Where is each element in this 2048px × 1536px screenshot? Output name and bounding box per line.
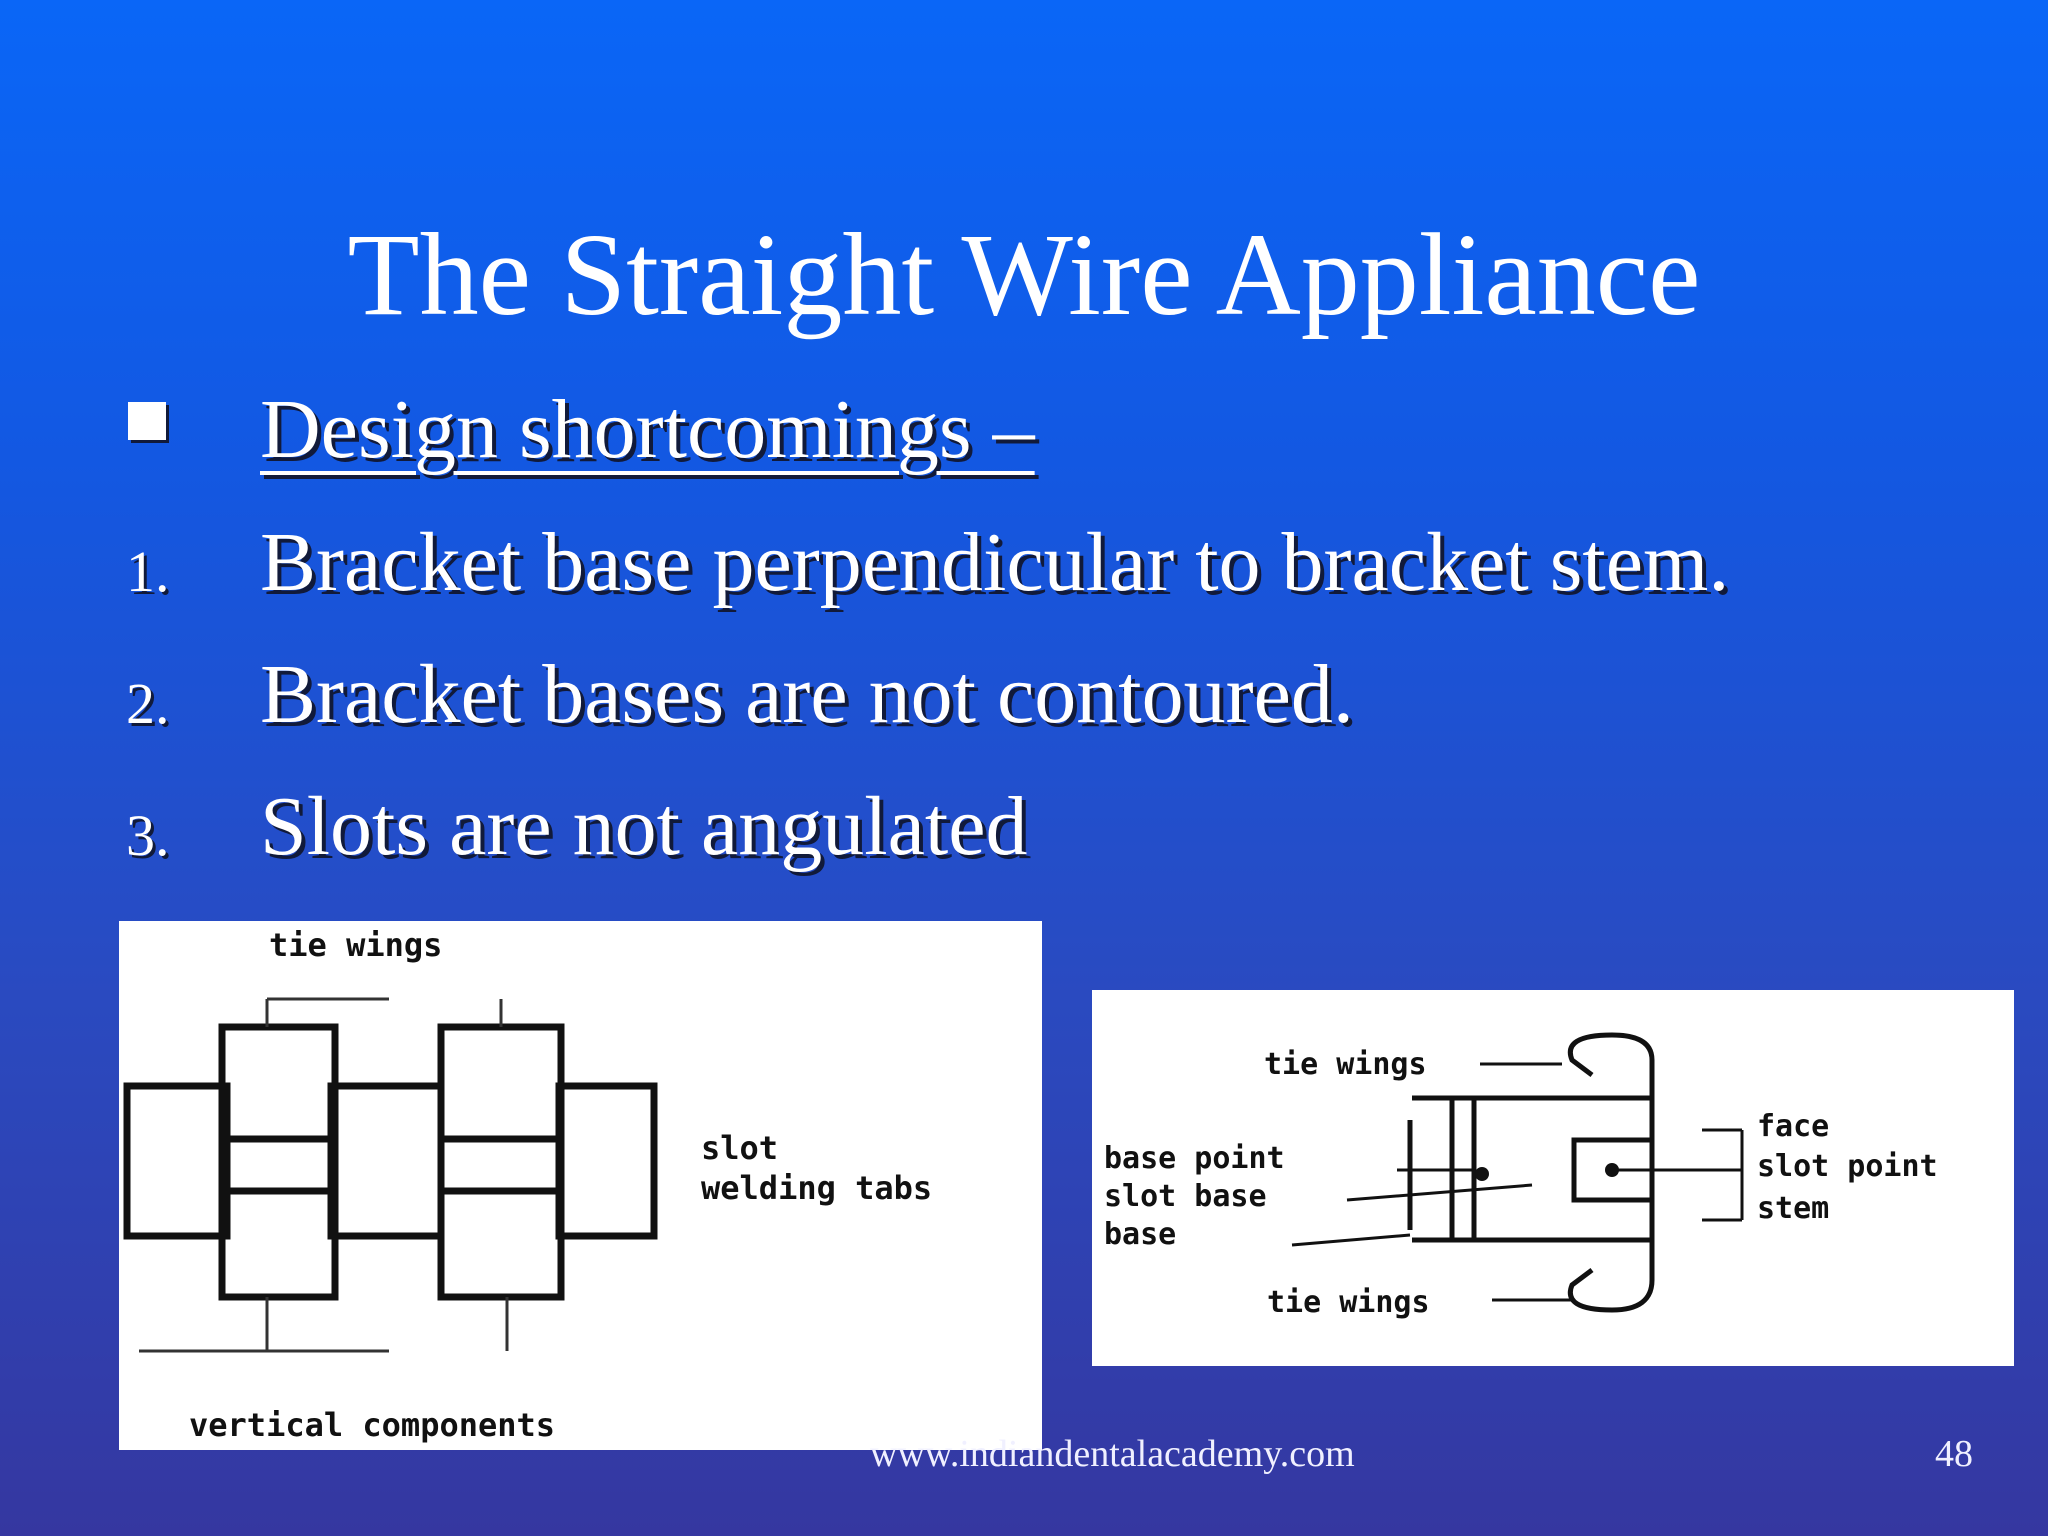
tie-wings-top-label: tie wings — [1264, 1047, 1427, 1082]
tie-wings-bottom-label: tie wings — [1267, 1285, 1430, 1320]
base-label: base — [1104, 1217, 1176, 1252]
page-number: 48 — [1935, 1433, 1973, 1475]
slide-title-text: The Straight Wire Appliance — [347, 209, 1701, 340]
list-item: Bracket bases are not contoured. — [260, 648, 1354, 741]
bracket-front-view-diagram: tie wings slot welding tabs vertical com… — [119, 921, 1042, 1450]
list-item: Slots are not angulated — [260, 780, 1028, 873]
section-heading: Design shortcomings – — [260, 383, 1035, 476]
slide-title: The Straight Wire Appliance — [0, 205, 2048, 345]
bracket-side-view-diagram: tie wings base point slot base base tie … — [1092, 990, 2014, 1366]
footer-url: www.indiandentalacademy.com — [870, 1433, 1355, 1475]
vertical-components-label: vertical components — [189, 1406, 555, 1444]
slot-label: slot — [701, 1129, 778, 1167]
list-item: Bracket base perpendicular to bracket st… — [260, 516, 1730, 609]
stem-label: stem — [1757, 1191, 1829, 1226]
base-point-label: base point — [1104, 1141, 1285, 1176]
tie-wings-label: tie wings — [269, 926, 442, 964]
bracket-side-view-drawing: tie wings base point slot base base tie … — [1104, 1032, 1938, 1320]
bracket-front-view-drawing: tie wings slot welding tabs vertical com… — [123, 926, 932, 1444]
square-bullet-icon — [128, 402, 166, 440]
list-number: 2. — [126, 671, 170, 736]
list-number: 1. — [126, 539, 170, 604]
face-label: face — [1757, 1109, 1829, 1144]
list-number: 3. — [126, 803, 170, 868]
slot-base-label: slot base — [1104, 1179, 1267, 1214]
slot-point-label: slot point — [1757, 1149, 1938, 1184]
welding-tabs-label: welding tabs — [701, 1169, 932, 1207]
